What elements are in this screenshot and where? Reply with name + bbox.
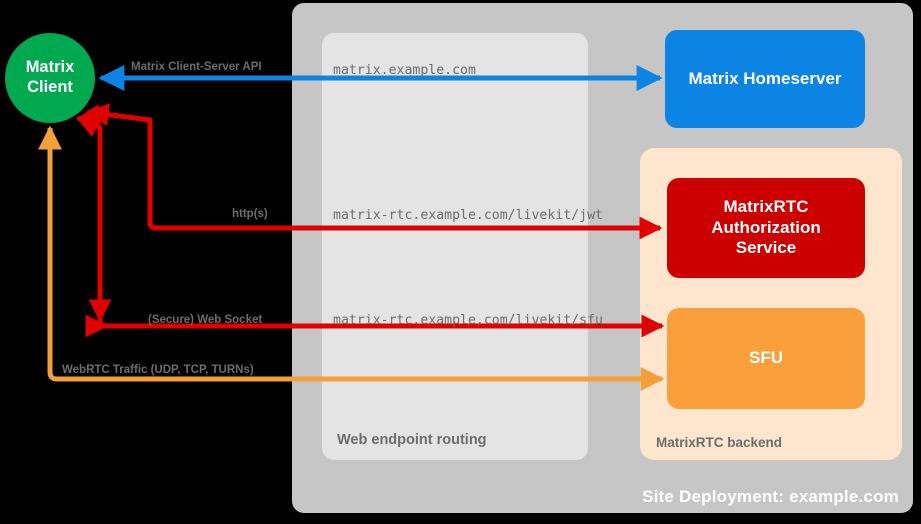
matrix-client-node[interactable]: Matrix Client — [5, 33, 95, 123]
matrixrtc-authorization-service-node[interactable]: MatrixRTC Authorization Service — [667, 178, 865, 278]
matrix-homeserver-label: Matrix Homeserver — [688, 68, 842, 88]
endpoint-url-sfu: matrix-rtc.example.com/livekit/sfu — [333, 313, 603, 328]
web-endpoint-routing-label: Web endpoint routing — [337, 432, 487, 448]
site-deployment-label: Site Deployment: example.com — [642, 487, 899, 506]
matrix-client-label-line1: Matrix — [25, 58, 75, 77]
web-endpoint-routing-panel: Web endpoint routing — [322, 33, 588, 460]
protocol-label-https: http(s) — [232, 208, 268, 220]
endpoint-url-matrix: matrix.example.com — [333, 63, 476, 78]
matrixrtc-backend-label: MatrixRTC backend — [656, 435, 783, 450]
protocol-label-webrtc: WebRTC Traffic (UDP, TCP, TURNs) — [62, 364, 254, 376]
auth-label-line3: Service — [735, 238, 797, 258]
auth-label-line2: Authorization — [711, 217, 821, 237]
sfu-node[interactable]: SFU — [667, 308, 865, 409]
endpoint-url-jwt: matrix-rtc.example.com/livekit/jwt — [333, 208, 603, 223]
protocol-label-websocket: (Secure) Web Socket — [148, 314, 263, 326]
protocol-label-cs-api: Matrix Client-Server API — [131, 61, 262, 73]
auth-label-line1: MatrixRTC — [723, 196, 809, 216]
matrix-homeserver-node[interactable]: Matrix Homeserver — [665, 30, 865, 128]
matrix-client-label-line2: Client — [27, 78, 73, 96]
sfu-label: SFU — [749, 348, 783, 368]
